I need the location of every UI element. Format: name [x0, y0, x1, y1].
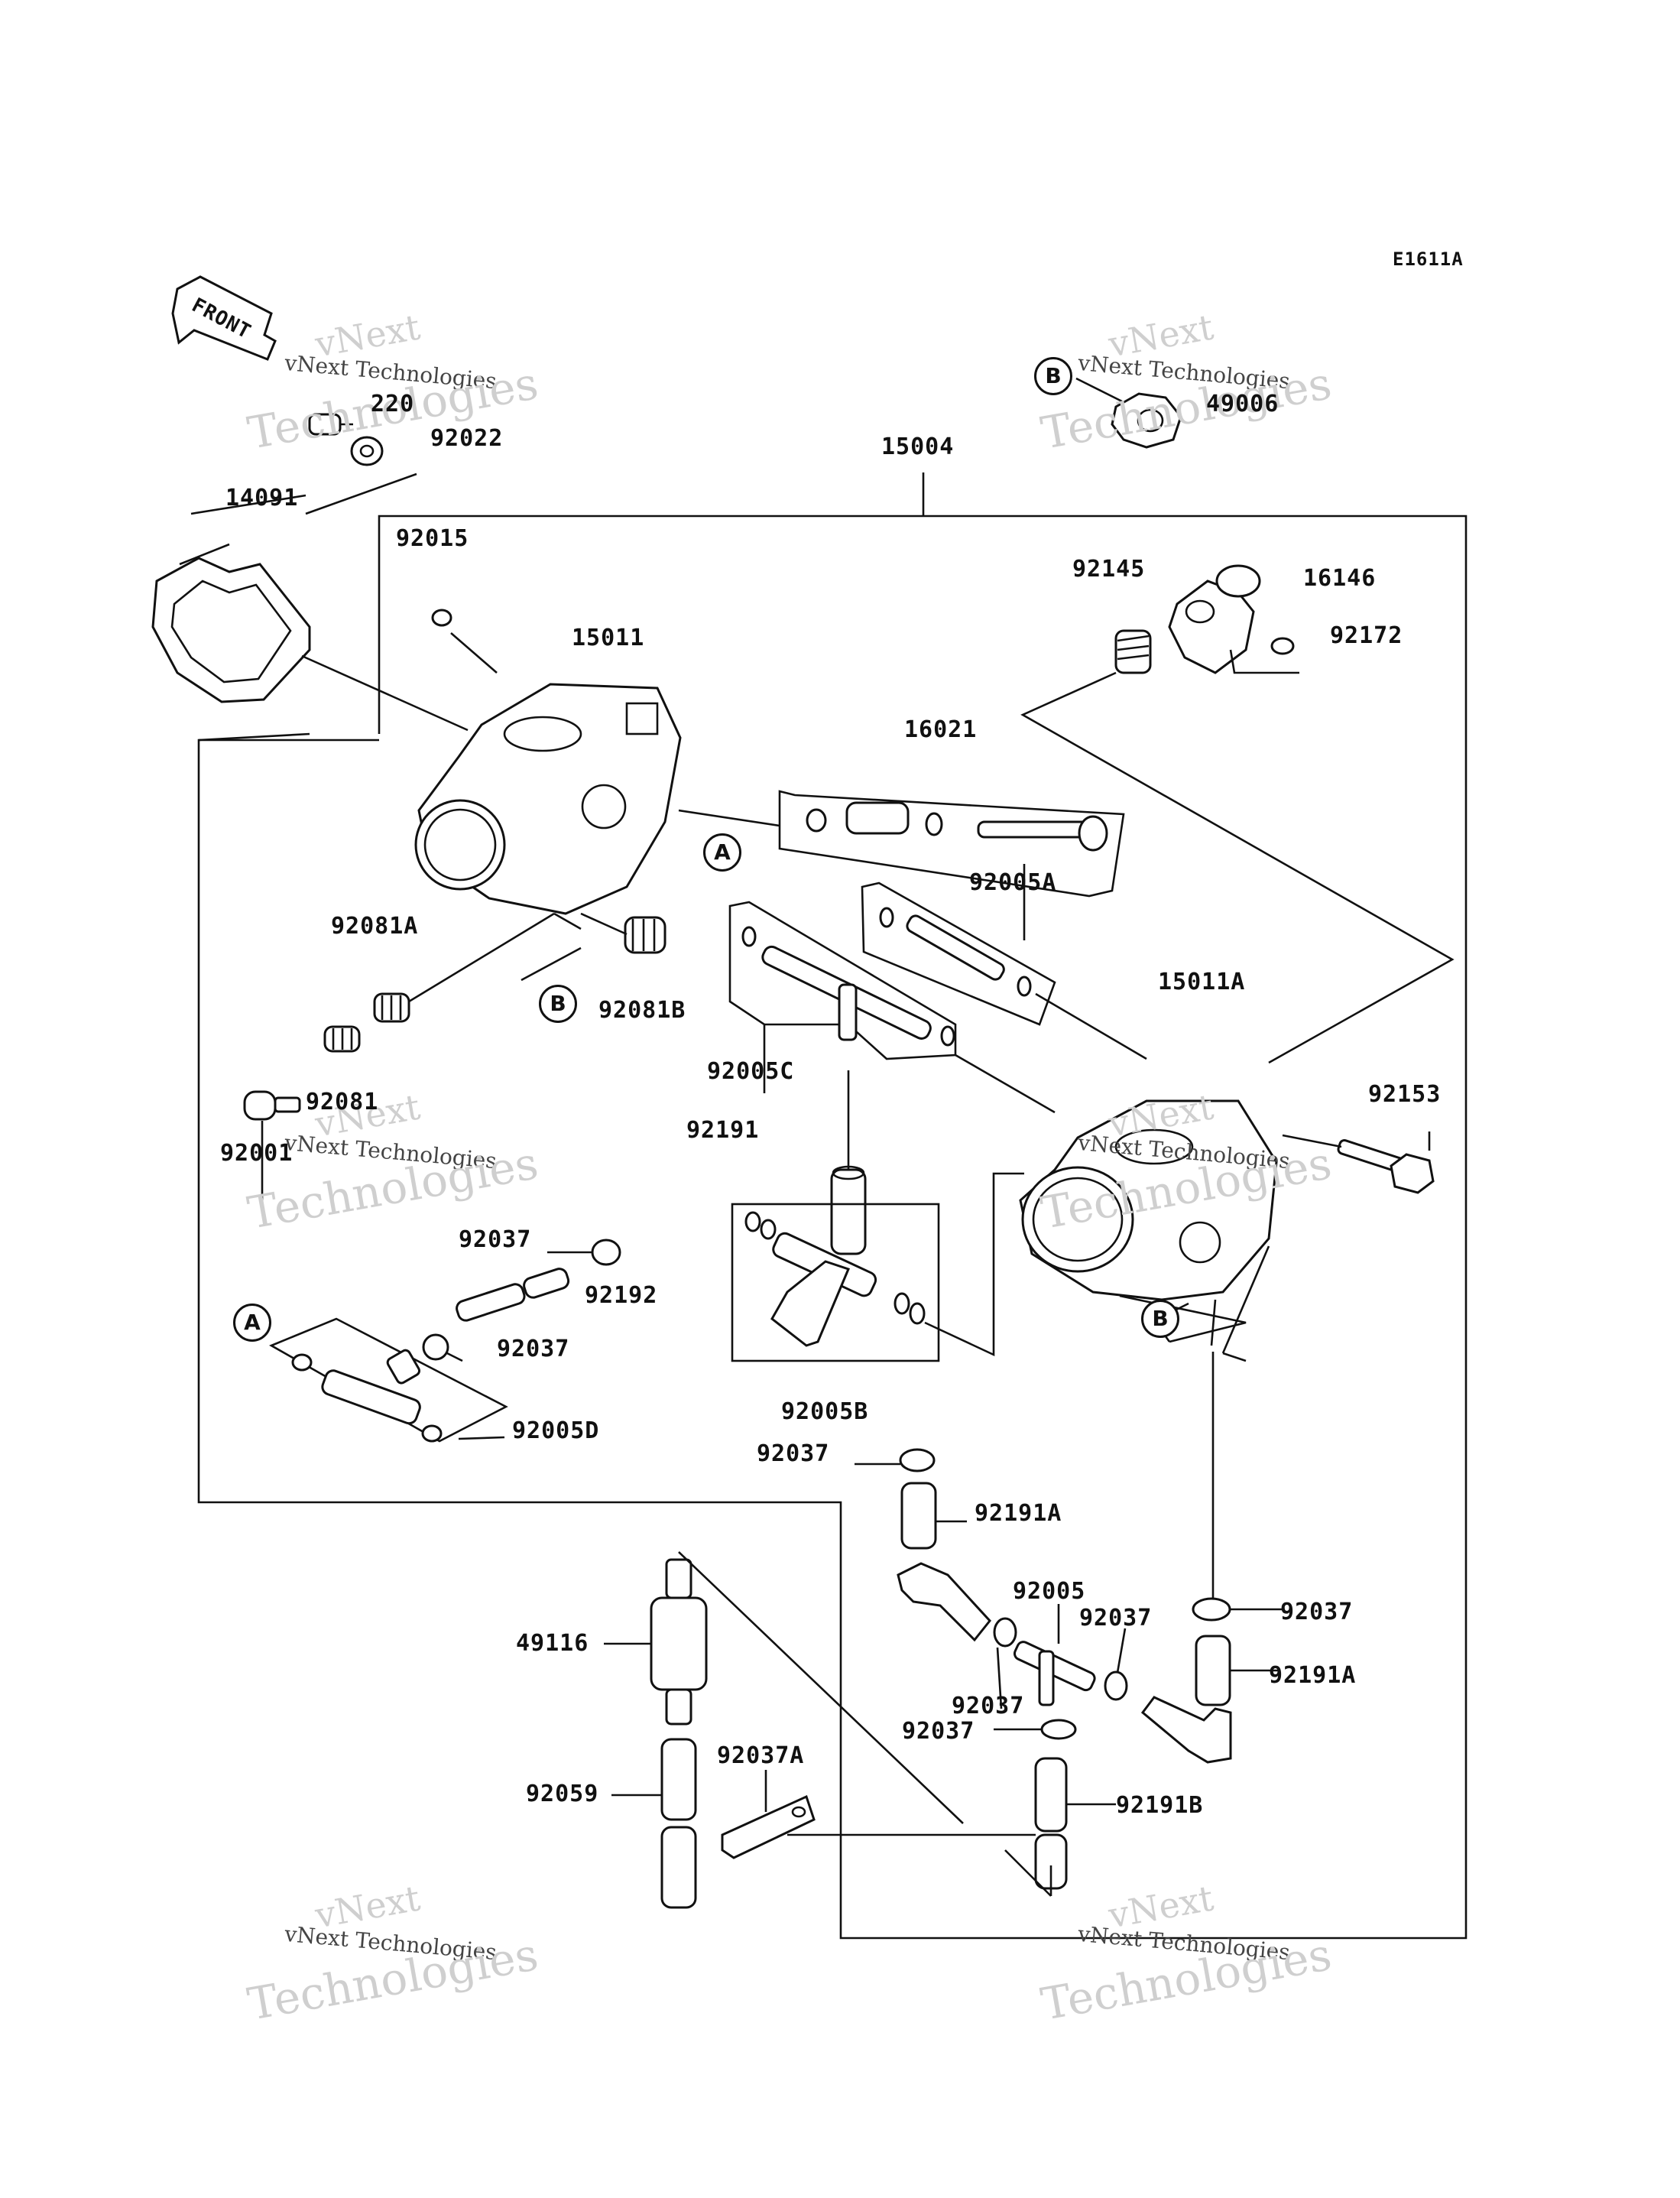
idle-screw-16021-part	[806, 801, 1108, 852]
part-label: 92191A	[1269, 1662, 1357, 1689]
part-label: 92001	[220, 1140, 294, 1167]
washer-92022-part	[350, 436, 384, 466]
part-label: 92192	[585, 1282, 658, 1309]
part-label: 92037	[497, 1336, 570, 1362]
part-label: 92153	[1368, 1081, 1442, 1108]
part-label: 14091	[225, 485, 299, 511]
bolt-92153-part	[1337, 1139, 1435, 1194]
part-label: 92037	[952, 1693, 1025, 1719]
part-label: 92081	[306, 1089, 379, 1115]
part-label: 15011	[572, 625, 645, 651]
part-label: 92005B	[781, 1398, 869, 1425]
callout-b: B	[539, 985, 577, 1023]
filter-49116-part	[650, 1558, 708, 1726]
cap-16146-part	[1168, 564, 1261, 674]
callout-a: A	[233, 1304, 271, 1342]
part-label: 92015	[396, 525, 469, 552]
part-label: 92037	[757, 1440, 830, 1467]
part-label: 92037	[459, 1226, 532, 1253]
carburetor-15011-part	[414, 683, 682, 915]
front-arrow-icon	[171, 275, 277, 361]
part-label: 92005C	[707, 1058, 795, 1085]
diagram-code: E1611A	[1393, 248, 1464, 270]
screw-92001-part	[243, 1090, 301, 1121]
part-label: 220	[371, 391, 415, 417]
part-label: 49006	[1206, 391, 1279, 417]
part-label: 92191	[686, 1117, 760, 1144]
part-label: 92081A	[331, 913, 419, 940]
part-label: 15004	[881, 433, 955, 460]
part-label: 92172	[1330, 622, 1403, 649]
tee-92005-part	[1013, 1641, 1096, 1706]
clamp-92037-c-part	[899, 1448, 936, 1472]
tee-92005d-part	[291, 1349, 443, 1443]
clamp-92037-e-part	[1104, 1670, 1128, 1701]
hose-92191-part	[830, 1165, 867, 1255]
hose-92191b-part	[1034, 1757, 1068, 1890]
clamp-92037-b-part	[422, 1333, 449, 1361]
part-label: 92005A	[969, 869, 1057, 896]
spring-92081a-part	[373, 992, 410, 1023]
hose-92191a-part	[897, 1482, 991, 1642]
clamp-92037-f-part	[1192, 1597, 1231, 1622]
part-label: 15011A	[1158, 969, 1246, 995]
hose-92191a-b-part	[1140, 1635, 1232, 1764]
part-label: 92081B	[598, 997, 686, 1024]
part-label: 92191A	[975, 1500, 1062, 1527]
screw-92172-part	[1270, 637, 1295, 655]
part-label: 16146	[1303, 565, 1377, 592]
callout-b: B	[1034, 357, 1072, 395]
clamp-92037-d-part	[993, 1617, 1017, 1648]
fitting-92005b-part	[744, 1211, 926, 1347]
part-label: 92037	[1079, 1605, 1153, 1631]
nut-49006-part	[1111, 392, 1182, 449]
part-label: 92022	[430, 425, 504, 452]
callout-a: A	[703, 833, 741, 872]
spring-92081b-part	[624, 916, 666, 954]
part-label: 92145	[1072, 556, 1146, 583]
spring-92145-part	[1114, 629, 1152, 674]
part-label: 92037	[902, 1718, 975, 1745]
pipe-92005a-part	[879, 907, 1032, 997]
part-label: 92037A	[717, 1742, 805, 1769]
screw-220-part	[308, 413, 353, 436]
tee-92005c-part	[741, 926, 955, 1047]
clamp-92037-g-part	[1040, 1719, 1077, 1740]
part-label: 49116	[516, 1630, 589, 1657]
pipe-92192-part	[456, 1268, 570, 1322]
assembly-outline	[197, 515, 1468, 1940]
part-label: 92191B	[1116, 1792, 1204, 1819]
callout-b: B	[1141, 1300, 1179, 1338]
part-label: 92005D	[512, 1417, 600, 1444]
air-cover-part	[151, 557, 311, 703]
part-label: 92005	[1013, 1578, 1086, 1605]
clip-92037a-part	[721, 1794, 816, 1859]
clamp-92037-part	[591, 1239, 621, 1266]
spring-92081-part	[323, 1025, 361, 1053]
part-label: 16021	[904, 716, 978, 743]
part-label: 92059	[526, 1781, 599, 1807]
carburetor-15011a-part	[1019, 1099, 1278, 1301]
part-label: 92037	[1280, 1599, 1354, 1625]
hose-92059-part	[660, 1738, 697, 1909]
